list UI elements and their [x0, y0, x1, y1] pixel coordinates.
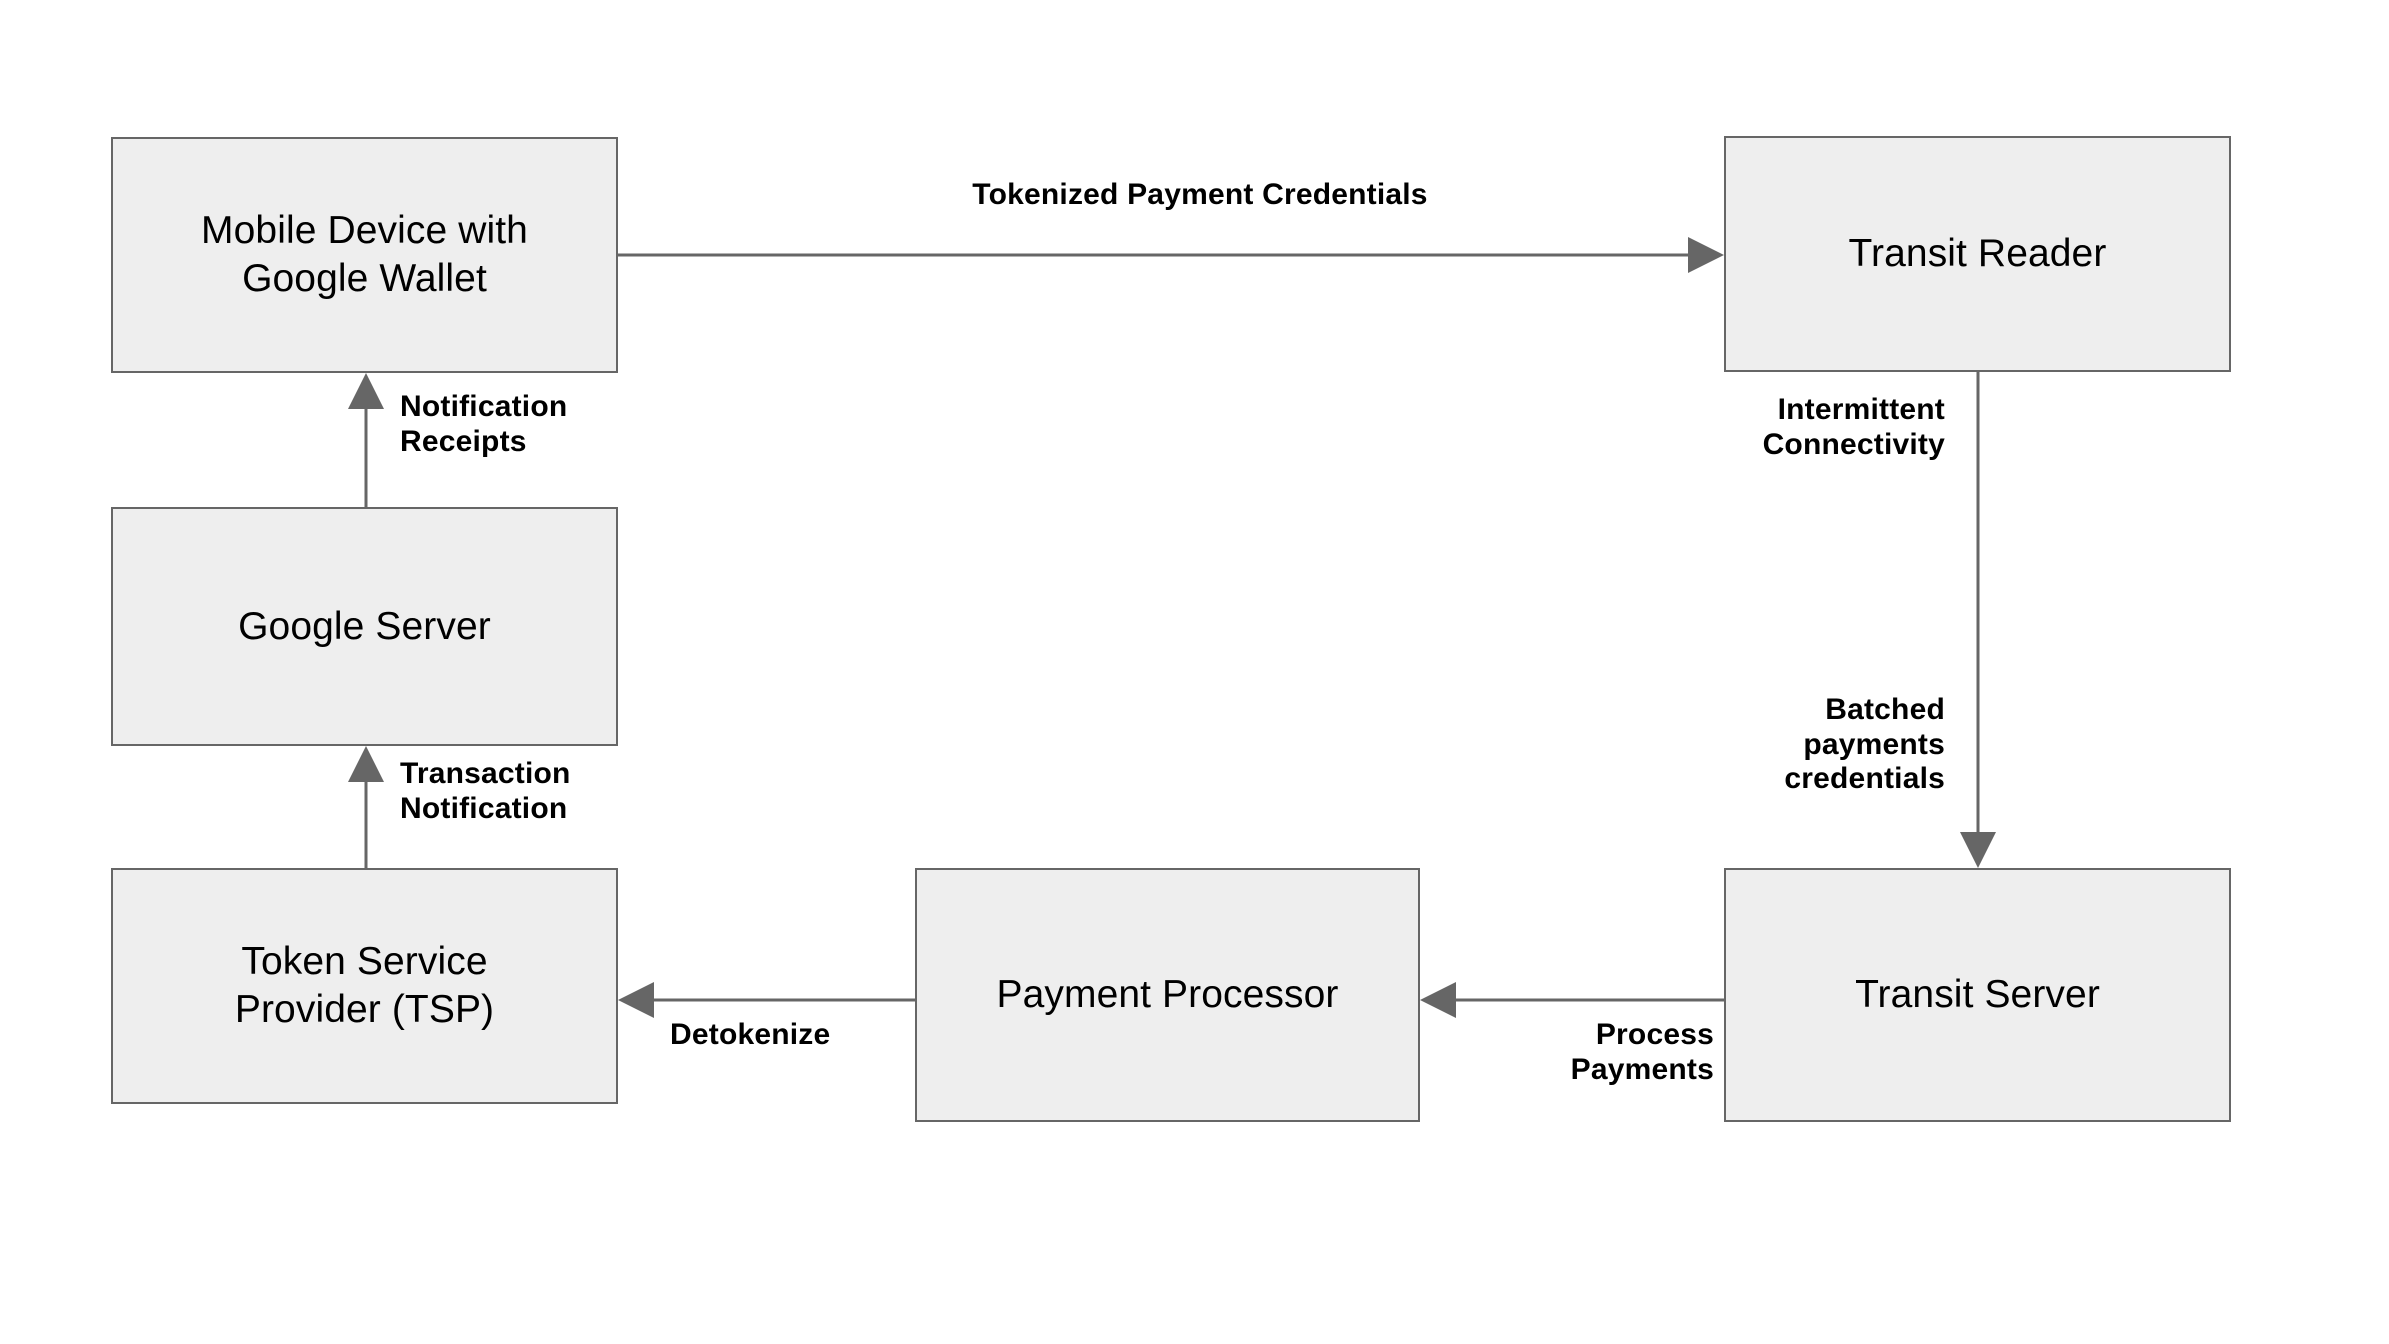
edge-notification-receipts-label: Notification Receipts: [400, 390, 568, 458]
edge-notification-receipts-arrowhead: [348, 373, 384, 409]
edge-tokenized-payment-credentials-label: Tokenized Payment Credentials: [972, 178, 1428, 211]
edge-process-payments-arrowhead: [1420, 982, 1456, 1018]
node-transit-server[interactable]: Transit Server: [1724, 868, 2231, 1122]
edge-tokenized-payment-credentials-arrowhead: [1688, 237, 1724, 273]
edge-transaction-notification-label: Transaction Notification: [400, 757, 571, 825]
node-mobile-device[interactable]: Mobile Device with Google Wallet: [111, 137, 618, 373]
edge-process-payments-label: Process Payments: [1570, 1018, 1714, 1086]
node-google-server[interactable]: Google Server: [111, 507, 618, 746]
edge-batched-payments-credentials-label: Batched payments credentials: [1784, 693, 1945, 795]
edge-intermittent-connectivity-label: Intermittent Connectivity: [1762, 393, 1945, 461]
node-tsp[interactable]: Token Service Provider (TSP): [111, 868, 618, 1104]
node-payment-processor[interactable]: Payment Processor: [915, 868, 1420, 1122]
edge-detokenize-arrowhead: [618, 982, 654, 1018]
edge-transaction-notification-arrowhead: [348, 746, 384, 782]
node-transit-reader[interactable]: Transit Reader: [1724, 136, 2231, 372]
edge-detokenize-label: Detokenize: [670, 1018, 831, 1051]
edge-intermittent-connectivity-arrowhead: [1960, 832, 1996, 868]
